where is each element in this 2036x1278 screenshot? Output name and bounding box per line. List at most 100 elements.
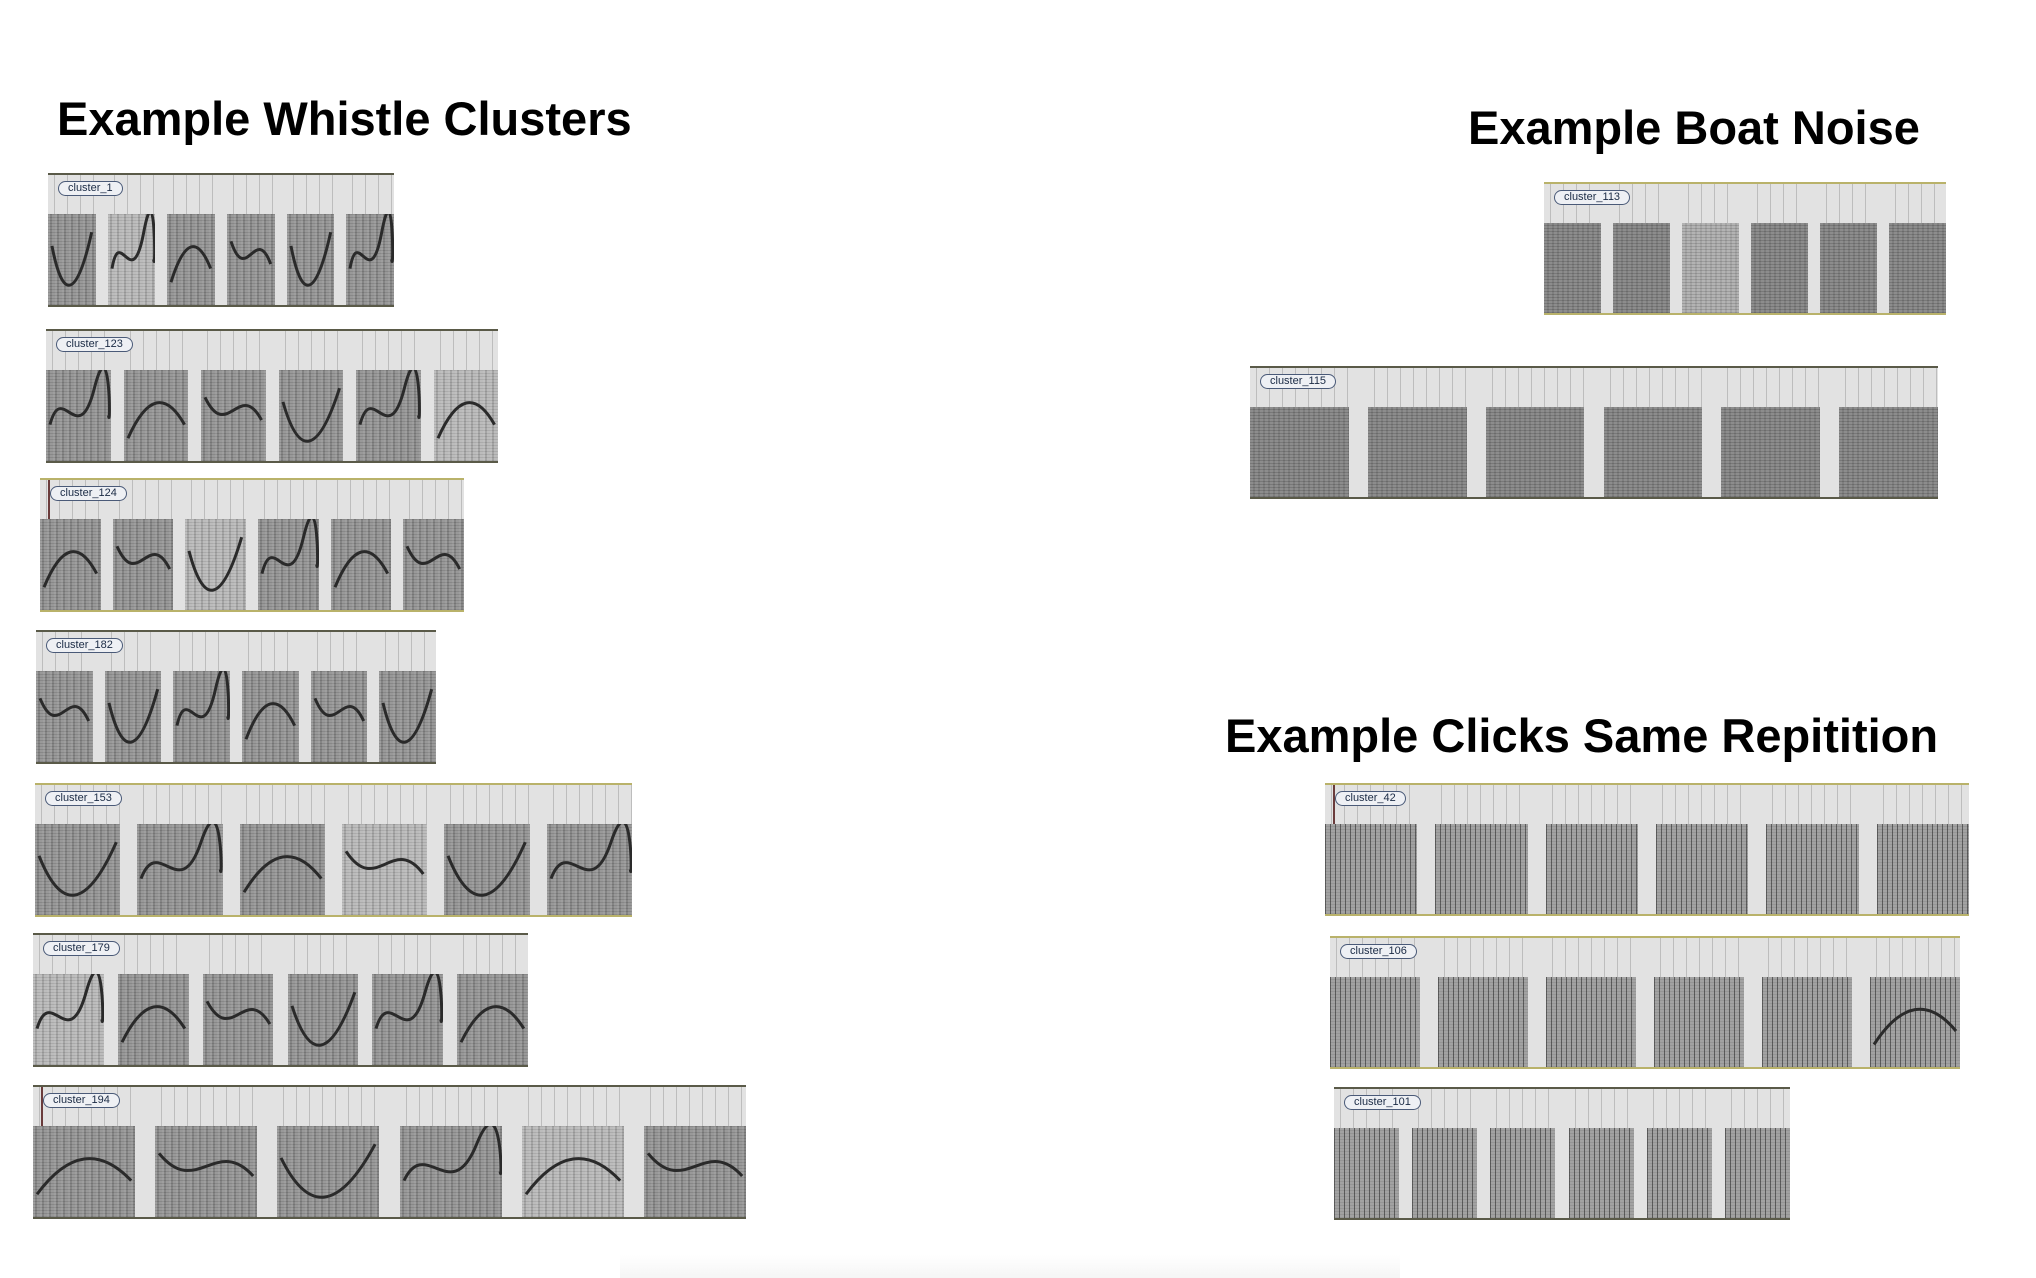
whistle-contour (290, 991, 356, 1047)
whistle-contour (459, 1005, 526, 1043)
spectrogram-tile (1766, 785, 1859, 914)
cluster-label: cluster_124 (50, 486, 127, 501)
spectrogram-image (521, 1126, 624, 1217)
spectrogram-tile (1724, 1089, 1790, 1218)
contour-path (203, 396, 263, 421)
contour-path (281, 387, 341, 443)
whistle-contour (313, 697, 365, 722)
spectrogram-spikes (167, 175, 215, 218)
spectrogram-image (277, 1126, 380, 1217)
spectrogram-image (1839, 407, 1938, 497)
spectrogram-image (1766, 824, 1859, 914)
whistle-contour (524, 1157, 621, 1196)
whistle-contour (260, 519, 319, 574)
spectrogram-tile (167, 175, 215, 305)
spectrogram-image (1438, 977, 1528, 1067)
spectrogram-tile (278, 331, 343, 461)
contour-path (436, 401, 496, 439)
spectrogram-image (258, 519, 319, 610)
spectrogram-image (1751, 223, 1808, 313)
spectrogram-image (1682, 223, 1739, 313)
whistle-contour (42, 550, 98, 588)
spectrogram-image (1330, 977, 1420, 1067)
spectrogram-tile (185, 480, 246, 610)
spectrogram-image (457, 974, 528, 1065)
spectrogram-image (403, 519, 464, 610)
spectrogram-tile (399, 1087, 502, 1217)
contour-path (402, 1126, 502, 1182)
whistle-contour (115, 545, 171, 570)
spectrogram-image (33, 974, 104, 1065)
spectrogram-tile (310, 632, 368, 762)
whistle-contour (281, 387, 341, 443)
cluster-label: cluster_1 (58, 181, 123, 196)
contour-path (405, 545, 462, 570)
spectrogram-tile (1367, 368, 1467, 497)
spectrogram-spikes (1654, 938, 1744, 981)
spectrogram-image (1613, 223, 1670, 313)
whistle-contour (549, 824, 632, 880)
spectrogram-image (227, 214, 275, 305)
whistle-contour (405, 545, 462, 570)
spectrogram-spikes (310, 632, 368, 675)
whistle-section-heading: Example Whistle Clusters (57, 92, 632, 145)
whistle-contour (50, 231, 94, 287)
spectrogram-image (104, 671, 162, 762)
spectrogram-image (379, 671, 436, 762)
spectrogram-image (36, 671, 93, 762)
spectrogram-image (1820, 223, 1877, 313)
spectrogram-spikes (1546, 938, 1636, 981)
spectrogram-spikes (286, 175, 335, 218)
spectrogram-image (433, 370, 498, 461)
spectrogram-image (1654, 977, 1744, 1067)
spectrogram-tile (356, 331, 421, 461)
contour-path (289, 231, 332, 287)
spectrogram-spikes (123, 331, 188, 374)
contour-path (242, 855, 323, 894)
spectrogram-spikes (242, 632, 299, 675)
whistle-contour (187, 536, 244, 592)
contour-path (244, 702, 297, 740)
spectrogram-tile (137, 785, 223, 915)
spectrogram-image (346, 214, 394, 305)
spectrogram-image (372, 974, 444, 1065)
spectrogram-spikes (258, 480, 319, 523)
spectrogram-spikes (1568, 1089, 1634, 1132)
spectrogram-image (546, 824, 632, 915)
spectrogram-spikes (1435, 785, 1528, 828)
spectrogram-tile (1438, 938, 1528, 1067)
spectrogram-image (1250, 407, 1349, 497)
contour-path (459, 1005, 526, 1043)
spectrogram-spikes (379, 632, 436, 675)
spectrogram-tile (112, 480, 174, 610)
spectrogram-image (1656, 824, 1749, 914)
spectrogram-spikes (201, 331, 266, 374)
spectrogram-image (1762, 977, 1852, 1067)
spectrogram-image (107, 214, 156, 305)
cluster-label: cluster_42 (1335, 791, 1406, 806)
spectrogram-spikes (1485, 368, 1585, 411)
spectrogram-tile (1490, 1089, 1556, 1218)
spectrogram-image (167, 214, 215, 305)
spectrogram-image (444, 824, 530, 915)
boat-cluster-strip: cluster_113 (1544, 182, 1946, 315)
contour-path (205, 1000, 271, 1025)
whistle-contour (646, 1152, 744, 1178)
contour-path (333, 550, 389, 588)
spectrogram-spikes (1682, 184, 1739, 227)
spectrogram-image (35, 824, 121, 915)
spectrogram-spikes (137, 785, 223, 828)
whistle-contour (1872, 1007, 1958, 1046)
spectrogram-tile (457, 935, 528, 1065)
contour-path (260, 519, 319, 574)
spectrogram-tile (1820, 184, 1877, 313)
whistle-cluster-strip: cluster_179 (33, 933, 528, 1067)
spectrogram-image (1435, 824, 1528, 914)
spectrogram-spikes (1603, 368, 1703, 411)
whistle-contour (436, 401, 496, 439)
whistle-contour (348, 214, 394, 269)
spectrogram-spikes (1721, 368, 1821, 411)
whistle-contour (120, 1005, 186, 1043)
spectrogram-image (1544, 223, 1601, 313)
spectrogram-spikes (330, 480, 392, 523)
